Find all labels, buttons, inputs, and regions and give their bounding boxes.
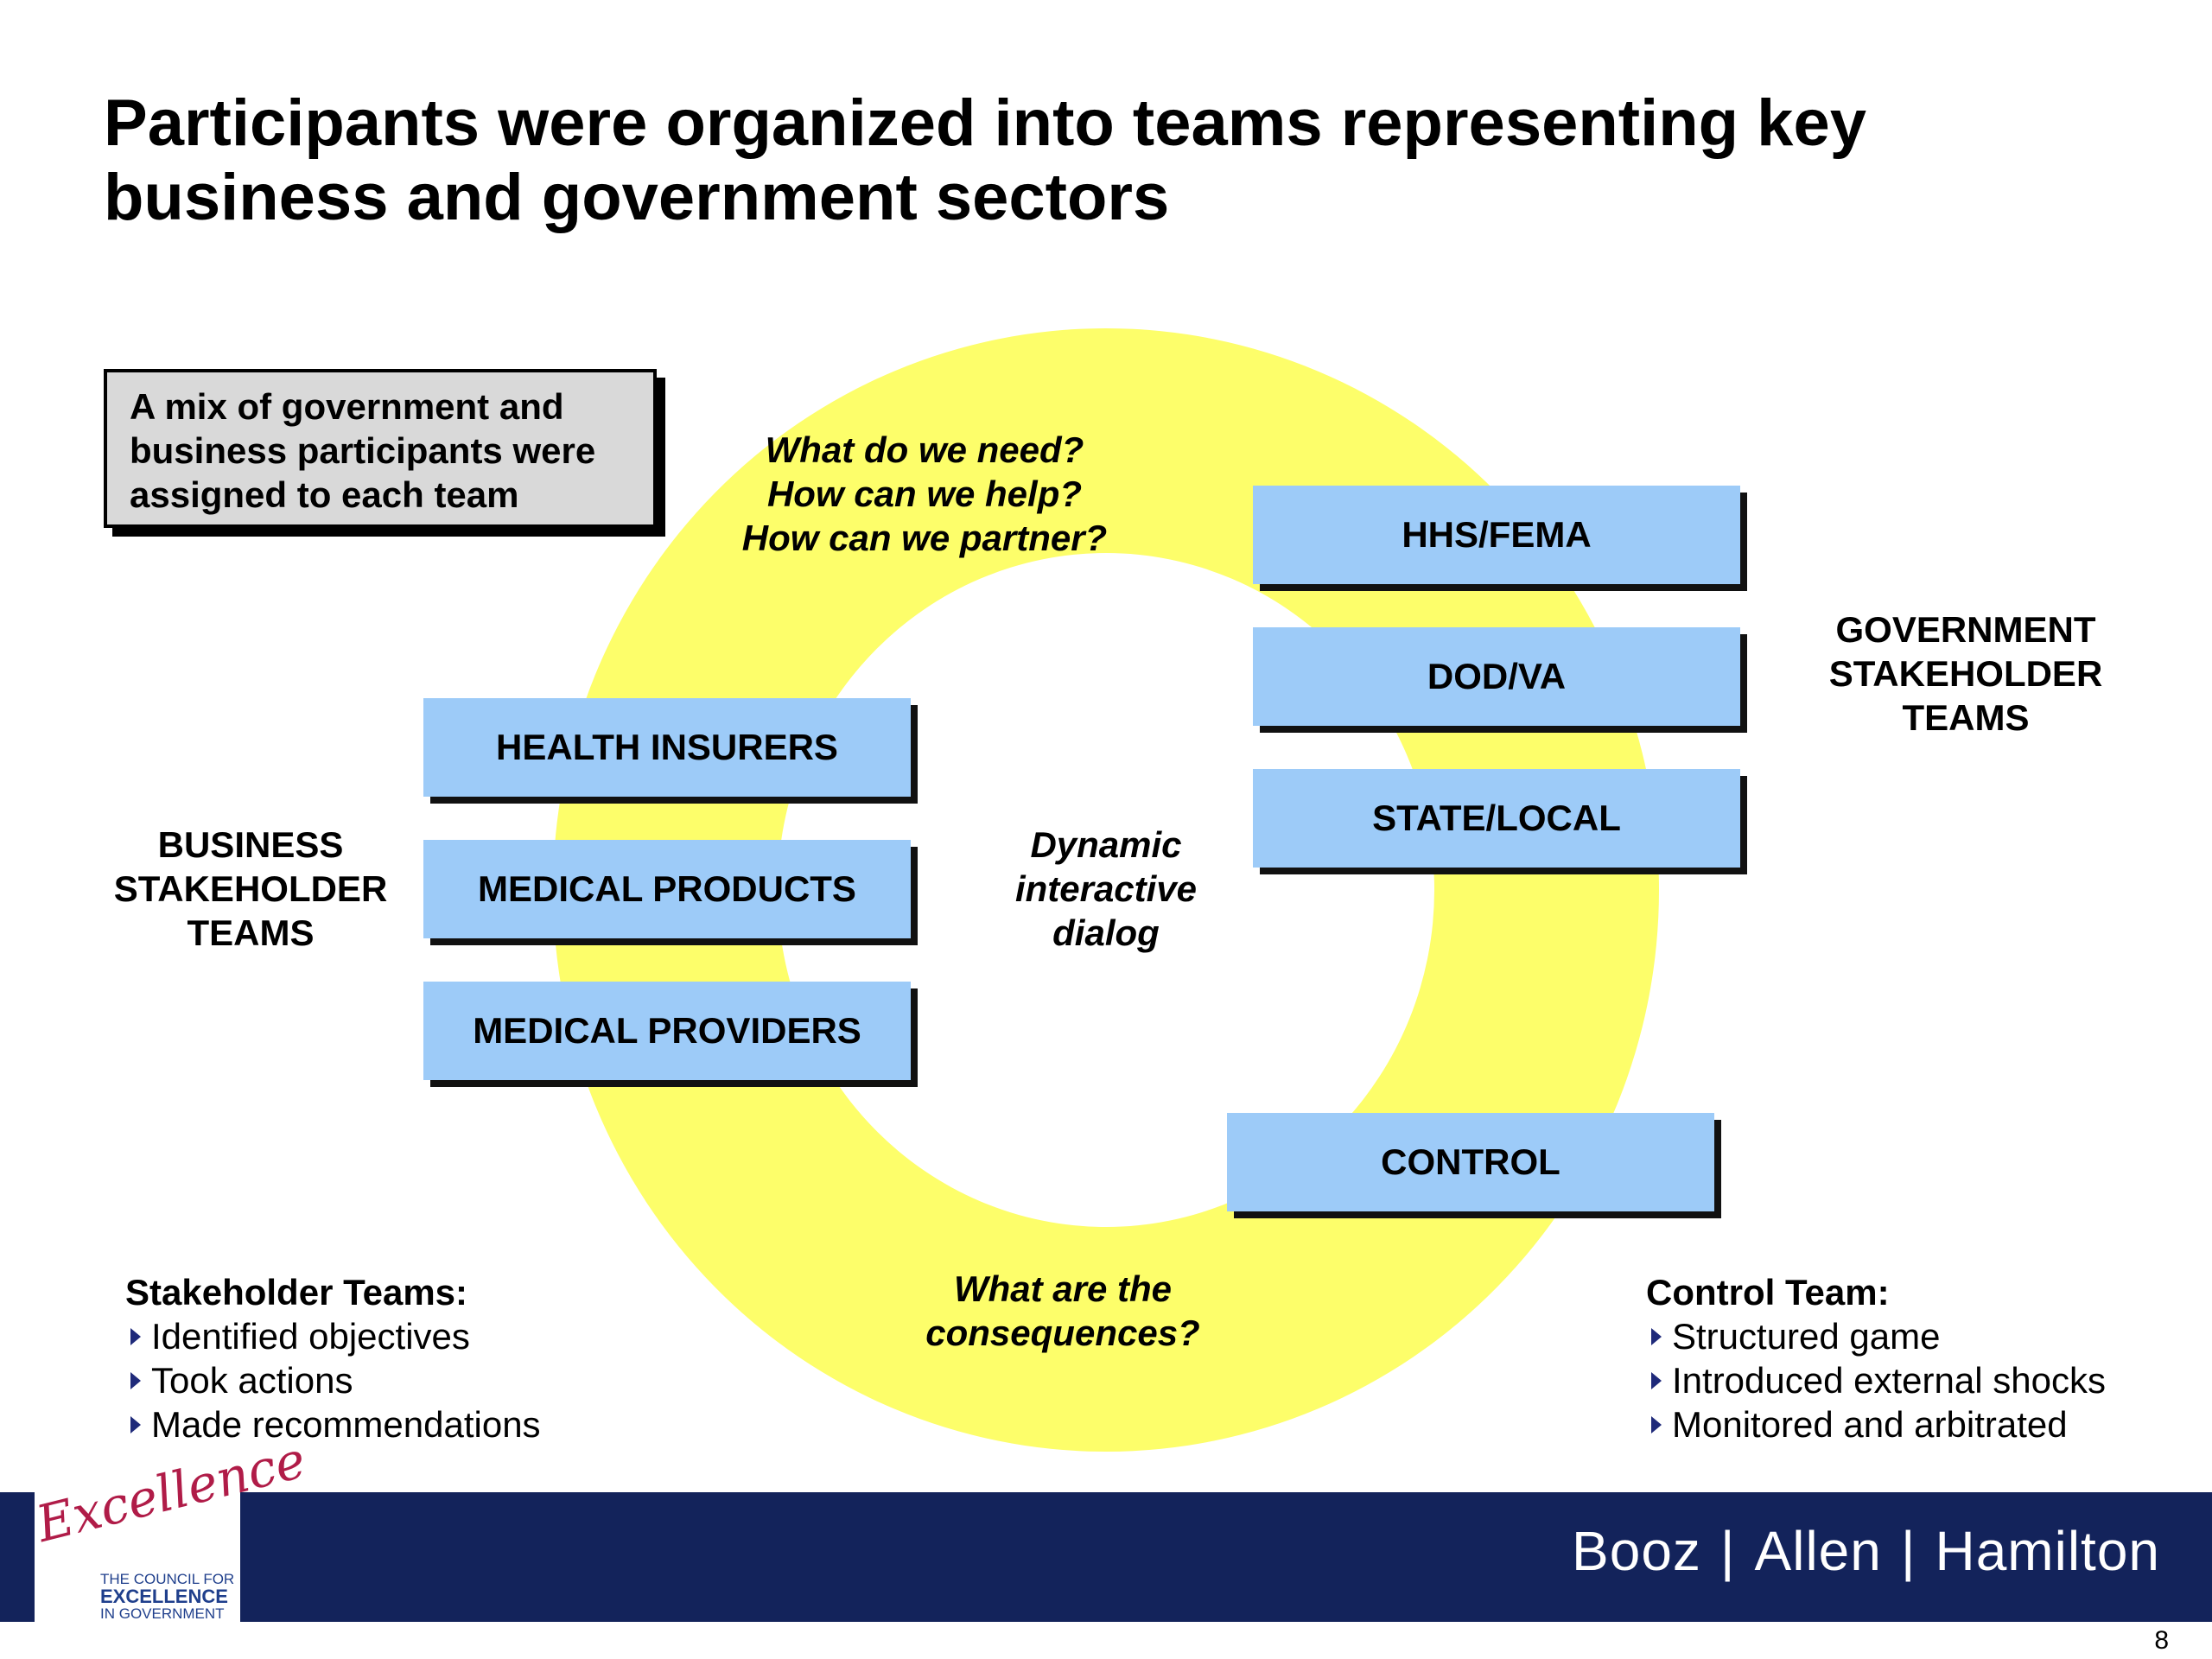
center-line: Dynamic	[1030, 824, 1182, 865]
triangle-bullet-icon	[1651, 1371, 1662, 1389]
business-stakeholder-label: BUSINESS STAKEHOLDER TEAMS	[95, 823, 406, 955]
team-health-insurers: HEALTH INSURERS	[423, 698, 911, 797]
brand-part: Allen	[1754, 1520, 1882, 1582]
label-line: TEAMS	[187, 912, 315, 953]
logo-caption: THE COUNCIL FOR EXCELLENCE IN GOVERNMENT	[100, 1571, 234, 1623]
team-medical-products: MEDICAL PRODUCTS	[423, 840, 911, 938]
list-item: Monitored and arbitrated	[1646, 1402, 2106, 1446]
center-dialog-text: Dynamic interactive dialog	[976, 823, 1236, 955]
list-item: Introduced external shocks	[1646, 1358, 2106, 1402]
page-number: 8	[2154, 1626, 2169, 1655]
booz-allen-hamilton-logo: Booz | Allen | Hamilton	[1572, 1519, 2160, 1583]
list-item-text: Structured game	[1672, 1316, 1941, 1357]
team-control: CONTROL	[1227, 1113, 1714, 1211]
council-logo: Excellence THE COUNCIL FOR EXCELLENCE IN…	[31, 1430, 311, 1624]
brand-separator: |	[1719, 1520, 1736, 1582]
list-item-text: Took actions	[151, 1360, 353, 1401]
question-line: How can we partner?	[741, 518, 1108, 558]
list-item-text: Monitored and arbitrated	[1672, 1404, 2068, 1445]
government-stakeholder-label: GOVERNMENT STAKEHOLDER TEAMS	[1806, 607, 2126, 740]
list-item-text: Identified objectives	[151, 1316, 470, 1357]
logo-line: THE COUNCIL FOR	[100, 1571, 235, 1587]
list-item-text: Introduced external shocks	[1672, 1360, 2106, 1401]
stakeholder-teams-list: Stakeholder Teams: Identified objectives…	[125, 1270, 541, 1446]
question-line: consequences?	[925, 1313, 1200, 1353]
mix-note-line: assigned to each team	[130, 474, 519, 515]
center-line: dialog	[1052, 912, 1160, 953]
triangle-bullet-icon	[1651, 1415, 1662, 1433]
triangle-bullet-icon	[130, 1415, 141, 1433]
team-dod-va: DOD/VA	[1253, 627, 1740, 726]
mix-note-line: business participants were	[130, 430, 596, 471]
logo-line: IN GOVERNMENT	[100, 1605, 225, 1622]
title-line-1: Participants were organized into teams r…	[104, 86, 1866, 160]
brand-part: Hamilton	[1935, 1520, 2160, 1582]
list-item: Took actions	[125, 1358, 541, 1402]
question-line: How can we help?	[766, 474, 1083, 514]
triangle-bullet-icon	[130, 1371, 141, 1389]
list-item-text: Made recommendations	[151, 1404, 541, 1445]
mix-note-line: A mix of government and	[130, 386, 564, 427]
logo-line: EXCELLENCE	[100, 1586, 228, 1607]
center-line: interactive	[1014, 868, 1198, 909]
question-line: What are the	[953, 1268, 1173, 1309]
footer-bar	[0, 1492, 2212, 1622]
questions-bottom: What are the consequences?	[890, 1267, 1236, 1355]
questions-top: What do we need? How can we help? How ca…	[709, 428, 1141, 560]
question-line: What do we need?	[765, 429, 1084, 470]
label-line: STAKEHOLDER	[1828, 653, 2103, 694]
brand-separator: |	[1900, 1520, 1916, 1582]
list-item: Made recommendations	[125, 1402, 541, 1446]
team-medical-providers: MEDICAL PROVIDERS	[423, 982, 911, 1080]
slide-title: Participants were organized into teams r…	[104, 86, 2091, 235]
label-line: TEAMS	[1902, 697, 2030, 738]
list-item: Structured game	[1646, 1314, 2106, 1358]
brand-part: Booz	[1572, 1520, 1701, 1582]
list-heading: Control Team:	[1646, 1272, 1890, 1313]
triangle-bullet-icon	[1651, 1327, 1662, 1345]
label-line: STAKEHOLDER	[113, 868, 388, 909]
list-item: Identified objectives	[125, 1314, 541, 1358]
triangle-bullet-icon	[130, 1327, 141, 1345]
label-line: GOVERNMENT	[1835, 609, 2096, 650]
list-heading: Stakeholder Teams:	[125, 1272, 468, 1313]
title-line-2: business and government sectors	[104, 161, 1170, 234]
team-state-local: STATE/LOCAL	[1253, 769, 1740, 868]
control-team-list: Control Team: Structured game Introduced…	[1646, 1270, 2106, 1446]
team-hhs-fema: HHS/FEMA	[1253, 486, 1740, 584]
mix-note-box: A mix of government and business partici…	[104, 369, 657, 528]
label-line: BUSINESS	[157, 824, 344, 865]
